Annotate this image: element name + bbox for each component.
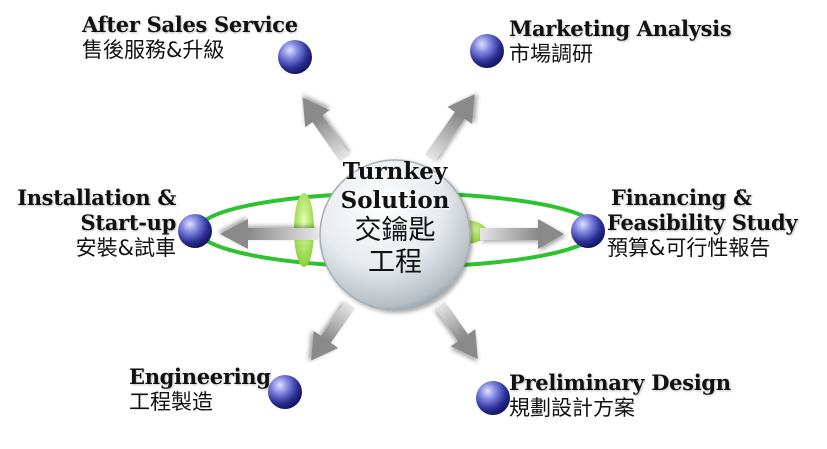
node-ball-marketing — [470, 34, 504, 68]
installation-zh: 安裝&試車 — [75, 236, 176, 260]
marketing-zh: 市場調研 — [509, 42, 593, 66]
node-label-preliminary: Preliminary Design 規劃設計方案 — [509, 370, 731, 421]
node-label-installation: Installation & Start-up 安裝&試車 — [10, 185, 176, 261]
financing-en-line1: Financing & — [611, 185, 752, 210]
preliminary-zh: 規劃設計方案 — [509, 396, 635, 420]
node-ball-financing — [571, 214, 605, 248]
center-label: Turnkey Solution 交鑰匙 工程 — [320, 157, 470, 279]
center-zh-line2: 工程 — [368, 247, 422, 278]
after-sales-zh: 售後服務&升級 — [82, 38, 225, 62]
arrow-to-marketing — [425, 94, 475, 162]
arrow-to-preliminary — [435, 301, 478, 360]
financing-zh: 預算&可行性報告 — [607, 236, 771, 260]
marketing-en: Marketing Analysis — [509, 16, 732, 41]
center-title-line1: Turnkey — [342, 158, 448, 185]
node-label-financing: Financing & Feasibility Study 預算&可行性報告 — [607, 185, 798, 261]
node-label-after-sales: After Sales Service 售後服務&升級 — [82, 12, 298, 63]
node-label-marketing: Marketing Analysis 市場調研 — [509, 16, 732, 67]
node-ball-preliminary — [476, 381, 510, 415]
node-ball-installation — [178, 214, 212, 248]
center-title-line2: Solution — [340, 187, 450, 214]
arrow-to-installation — [220, 219, 318, 249]
preliminary-en: Preliminary Design — [509, 370, 731, 395]
node-ball-after-sales — [278, 40, 312, 74]
installation-en-line2: Start-up — [80, 210, 176, 235]
installation-en-line1: Installation & — [17, 185, 176, 210]
node-ball-engineering — [268, 375, 302, 409]
engineering-en: Engineering — [129, 364, 271, 389]
arrow-to-financing — [480, 219, 564, 249]
node-label-engineering: Engineering 工程製造 — [129, 364, 271, 415]
arrow-to-engineering — [310, 301, 355, 361]
engineering-zh: 工程製造 — [129, 390, 213, 414]
after-sales-en: After Sales Service — [82, 12, 298, 37]
arrow-to-after-sales — [302, 97, 350, 162]
financing-en-line2: Feasibility Study — [607, 210, 798, 235]
center-zh-line1: 交鑰匙 — [354, 215, 436, 246]
center-circle — [319, 159, 471, 311]
